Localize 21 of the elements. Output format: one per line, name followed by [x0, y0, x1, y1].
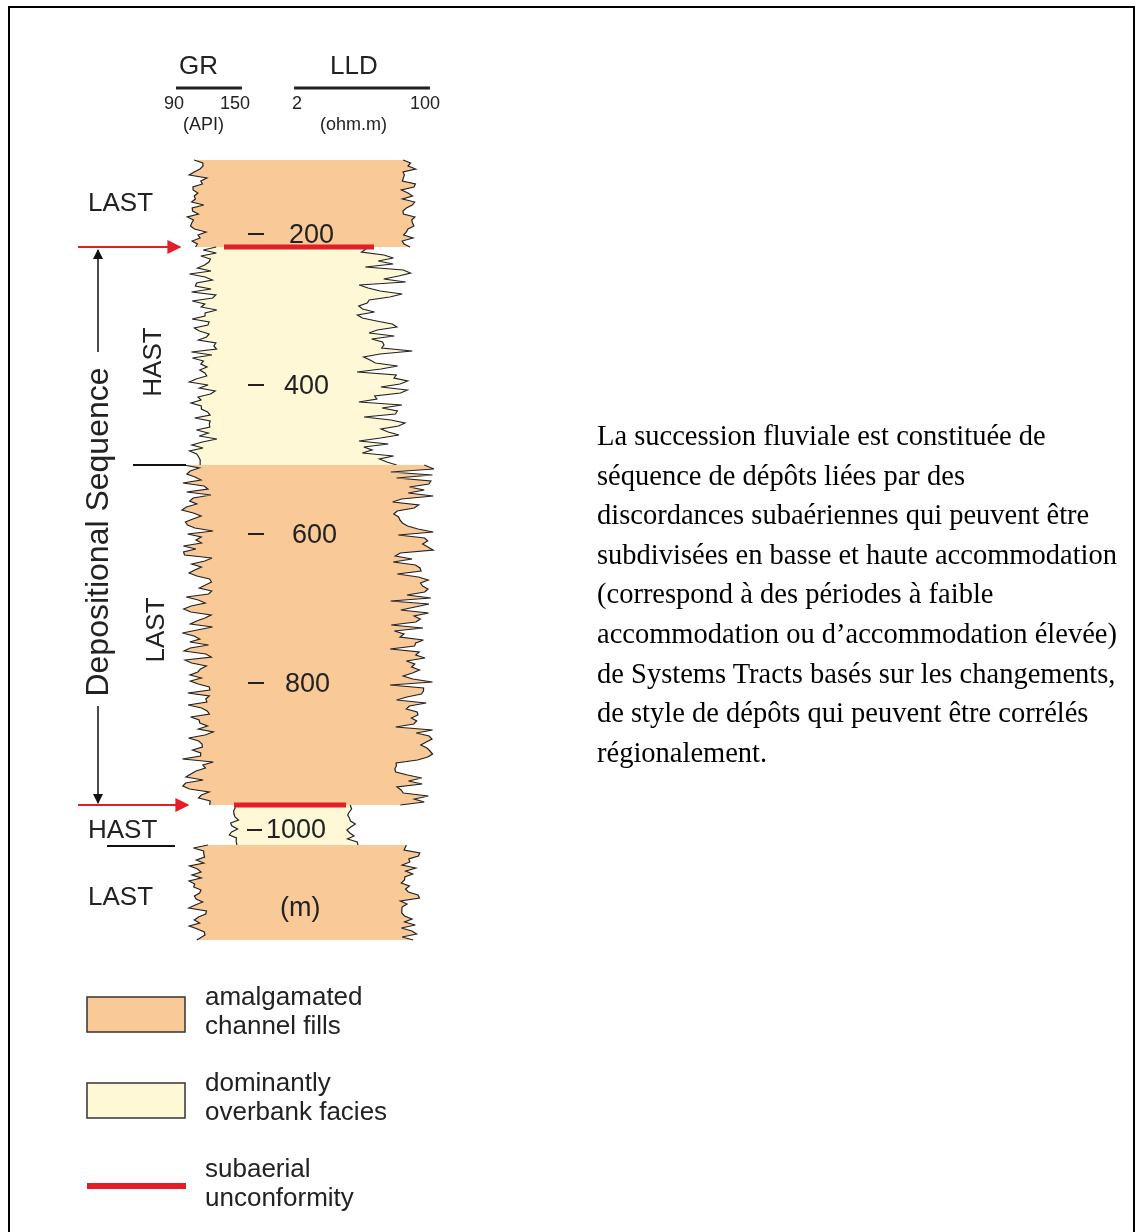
unit-label: (m): [280, 894, 321, 921]
depth-label: 1000: [266, 816, 327, 843]
scale-value: 150: [220, 94, 251, 112]
log-title: GR: [179, 52, 218, 78]
zone-label: HAST: [88, 816, 158, 842]
description-text: La succession fluviale est constituée de séquence de dépôts liées par des discordances subaériennes qui peuvent être subdivisées en basse et haute accommodation (correspond à des périodes à faible accommodation ou d’accommodation élevée) de Systems Tracts basés sur les changements, de style de dépôts qui peuvent être corrélés régionalement.: [597, 419, 1117, 770]
log-title: LLD: [330, 52, 378, 78]
scale-value: 90: [164, 94, 185, 112]
unit-label: (ohm.m): [320, 115, 387, 133]
depth-label: 200: [289, 221, 335, 248]
scale-value: 100: [410, 94, 441, 112]
legend-text: subaerial unconformity: [205, 1154, 355, 1212]
unit-label: (API): [183, 115, 224, 133]
scale-value: 2: [292, 94, 302, 112]
legend-text: dominantly overbank facies: [205, 1068, 389, 1126]
depth-label: 400: [284, 372, 330, 399]
depth-label: 600: [292, 521, 338, 548]
zone-label: LAST: [88, 189, 154, 215]
depth-label: 800: [285, 670, 331, 697]
legend-text: amalgamated channel fills: [205, 982, 364, 1040]
zone-label: LAST: [88, 883, 154, 909]
